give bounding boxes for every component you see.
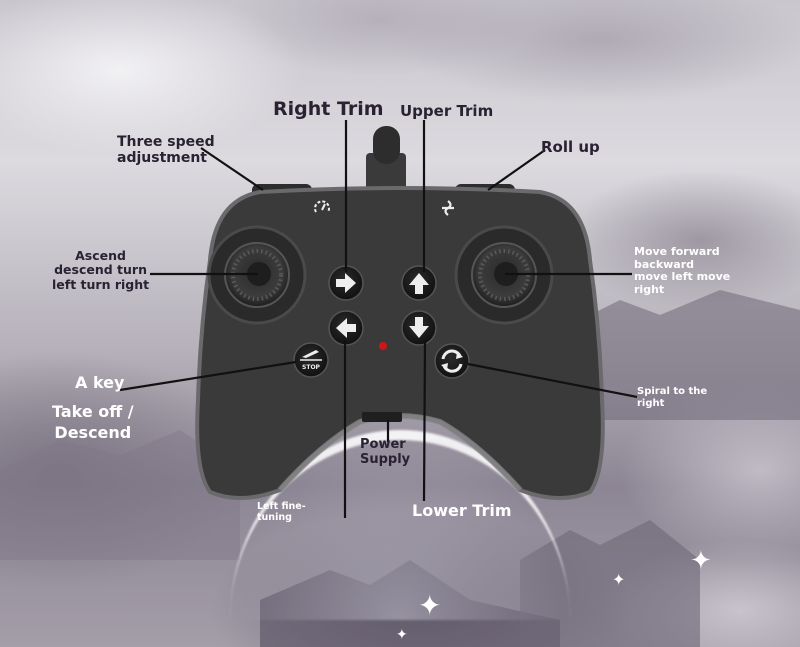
label-right-stick: Move forward backward move left move rig…	[634, 245, 731, 296]
takeoff-stop-button[interactable]: STOP	[293, 342, 329, 378]
label-power-supply: Power Supply	[360, 437, 411, 467]
label-left-stick: Ascend descend turn left turn right	[52, 248, 150, 292]
label-spiral: Spiral to the right	[637, 386, 708, 409]
label-upper-trim: Upper Trim	[400, 102, 494, 120]
label-left-fine-tuning: Left fine- tuning	[257, 501, 306, 523]
sparkle-icon: ✦	[418, 589, 442, 622]
label-lower-trim: Lower Trim	[412, 501, 512, 520]
right-joystick[interactable]	[454, 225, 554, 325]
sparkle-icon: ✦	[396, 627, 408, 643]
upper-trim-button[interactable]	[401, 265, 437, 301]
label-roll-up: Roll up	[541, 138, 600, 156]
arrow-up-icon	[409, 273, 429, 294]
power-led	[379, 342, 387, 350]
rotate-icon	[441, 349, 463, 373]
left-trim-button[interactable]	[328, 310, 364, 346]
antenna	[366, 126, 406, 193]
plane-stop-icon	[302, 350, 319, 358]
speed-gauge-icon	[314, 200, 330, 213]
label-right-trim: Right Trim	[273, 98, 384, 120]
sparkle-icon: ✦	[690, 546, 712, 576]
roll-flip-icon	[442, 200, 454, 216]
arrow-down-icon	[409, 317, 429, 338]
label-three-speed: Three speed adjustment	[117, 134, 215, 167]
label-takeoff-descend: Take off / Descend	[52, 402, 134, 442]
leader-lines	[119, 120, 638, 518]
arrow-right-icon	[336, 273, 356, 293]
svg-text:STOP: STOP	[302, 364, 321, 371]
arrow-left-icon	[336, 318, 356, 338]
spiral-button[interactable]	[434, 343, 470, 379]
label-a-key: A key	[75, 373, 125, 392]
lower-trim-button[interactable]	[401, 310, 437, 346]
sparkle-icon: ✦	[612, 570, 626, 589]
power-switch[interactable]	[362, 412, 402, 422]
